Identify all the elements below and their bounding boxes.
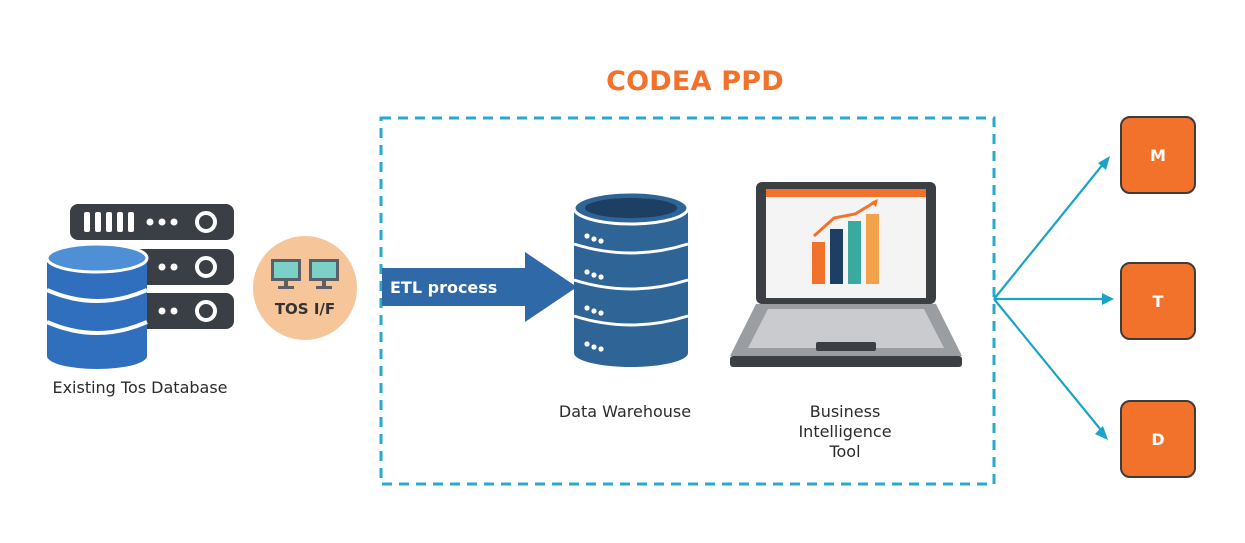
monitor-icon (309, 259, 339, 289)
bi-tool-label: Business Intelligence Tool (770, 402, 920, 462)
laptop-icon (730, 182, 962, 367)
bi-tool-label-line: Tool (829, 442, 861, 461)
database-icon (45, 242, 149, 369)
output-box-m: M (1120, 116, 1196, 194)
tos-interface-label: TOS I/F (274, 300, 336, 318)
monitor-icon (271, 259, 301, 289)
bi-tool-label-line: Business (809, 402, 881, 421)
bi-tool-label-line: Intelligence (798, 422, 892, 441)
tos-interface (253, 236, 357, 340)
output-box-d: D (1120, 400, 1196, 478)
existing-database-label: Existing Tos Database (52, 378, 228, 397)
output-label: D (1151, 429, 1165, 449)
bar-chart-icon (812, 199, 879, 284)
system-boundary (379, 116, 996, 486)
data-warehouse-icon (572, 190, 690, 367)
etl-process-label: ETL process (390, 278, 498, 297)
output-label: M (1150, 145, 1166, 165)
output-connectors (993, 156, 1114, 440)
data-warehouse-label: Data Warehouse (558, 402, 692, 421)
diagram-title: CODEA PPD (606, 66, 784, 97)
output-box-t: T (1120, 262, 1196, 340)
output-label: T (1152, 291, 1164, 311)
etl-arrow (382, 252, 577, 322)
